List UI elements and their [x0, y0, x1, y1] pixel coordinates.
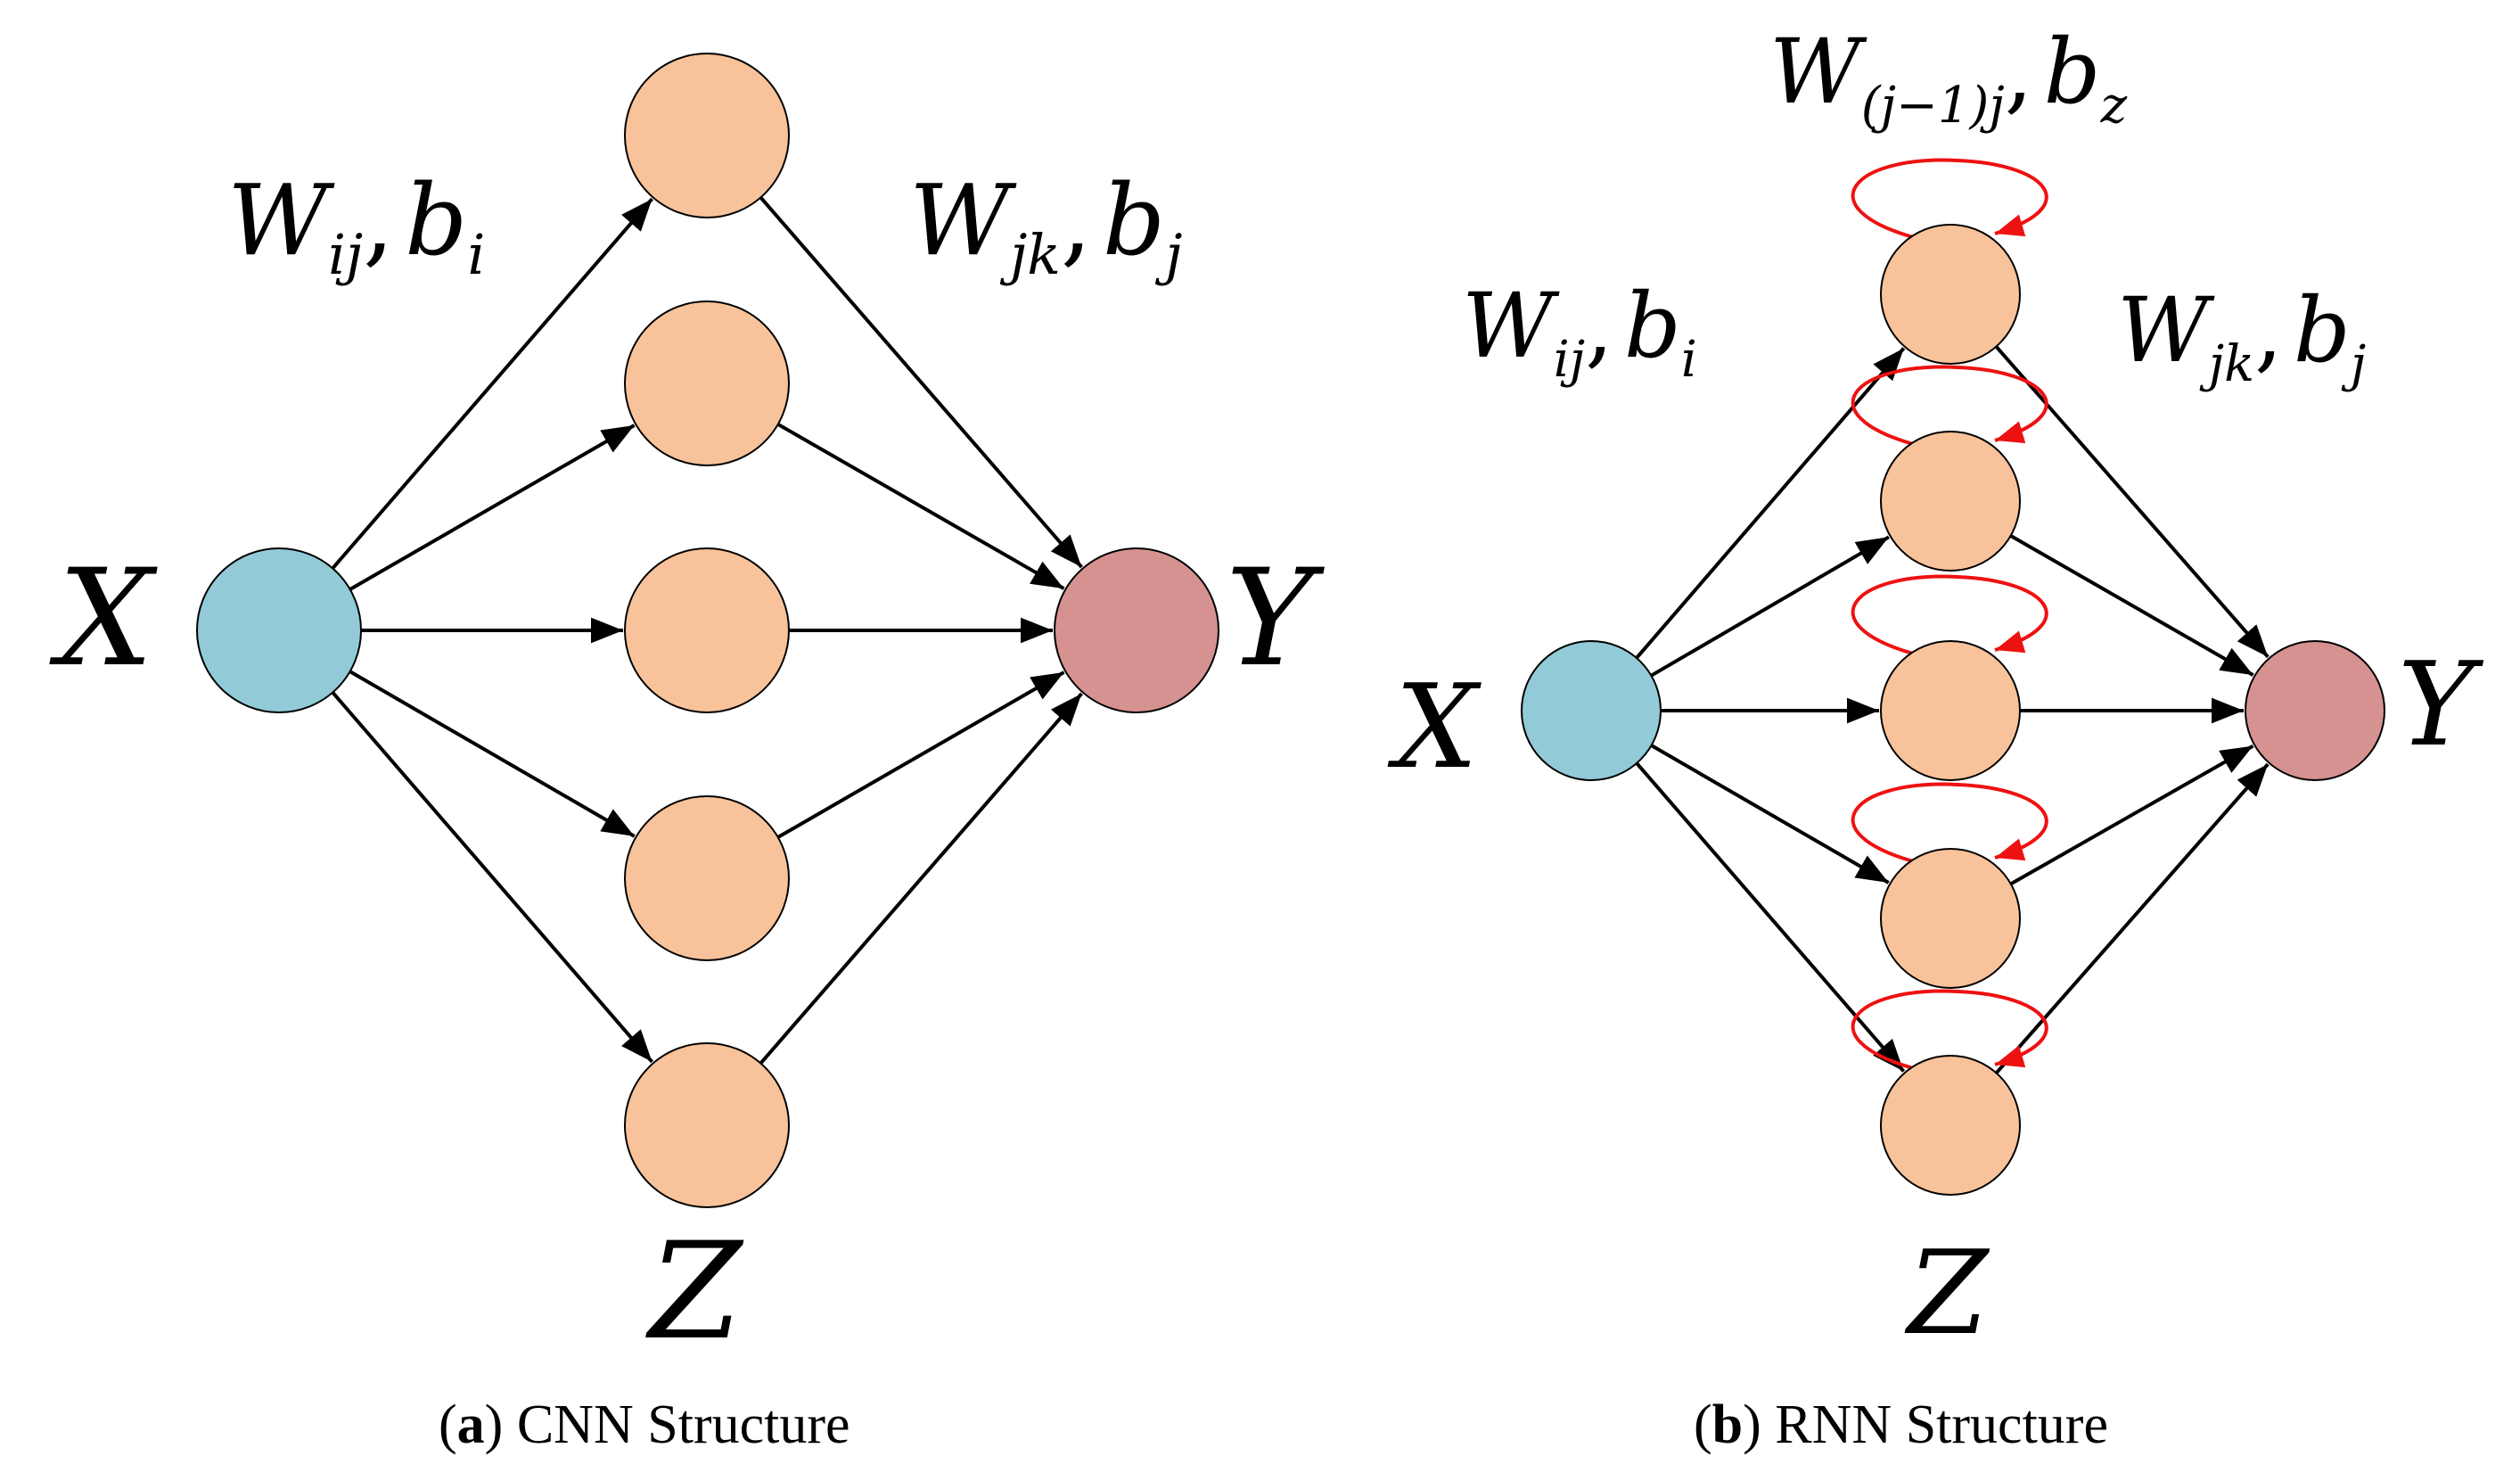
- panel-b-edge-hidden-2-to-output: [2009, 534, 2254, 677]
- panel-a-output-node: [1054, 547, 1219, 713]
- panel-a-edge-hidden-5-to-output: [759, 692, 1083, 1065]
- panel-b-edge-hidden-4-to-output: [2009, 744, 2254, 886]
- panel-a-hidden-node-5: [624, 1042, 790, 1208]
- panel-a-hidden-node-3: [624, 547, 790, 713]
- panel-b-hidden-node-5: [1880, 1055, 2021, 1196]
- panel-b-caption: (b) RNN Structure: [1694, 1395, 2108, 1455]
- panel-a-hidden-node-2: [624, 300, 790, 466]
- panel-b-output-node: [2245, 640, 2385, 781]
- panel-b-recurrent-loop-5: [1851, 989, 2048, 1070]
- panel-b-output-label: Y: [2398, 637, 2484, 772]
- panel-a-hidden-node-4: [624, 795, 790, 961]
- panel-b-weight-recurrent: W(j−1)j,bz: [1769, 20, 2128, 135]
- panel-b-weight-in: Wij,bi: [1462, 274, 1697, 389]
- panel-a-edge-input-to-hidden-2: [349, 424, 636, 591]
- panel-b-hidden-label: Z: [1904, 1225, 1991, 1361]
- panel-a-edge-input-to-hidden-1: [331, 197, 654, 570]
- panel-a-cnn: X Y Z Wij,bi Wjk,bj (a) CNN Structure: [49, 53, 1325, 1455]
- panel-b-recurrent-loop-2: [1851, 365, 2048, 446]
- panel-b-weight-out: Wjk,bj: [2117, 278, 2366, 393]
- panel-a-output-label: Y: [1226, 541, 1325, 696]
- panel-b-edge-input-to-hidden-1: [1635, 347, 1906, 660]
- panel-b-edge-input-to-hidden-4: [1650, 744, 1890, 884]
- panel-a-weight-in: Wij,bi: [227, 163, 485, 287]
- panel-a-input-node: [196, 547, 362, 713]
- panel-b-hidden-node-2: [1880, 431, 2021, 572]
- panel-b-recurrent-loop-4: [1851, 782, 2048, 863]
- panel-b-edge-hidden-1-to-output: [1994, 345, 2270, 659]
- panel-a-edge-hidden-4-to-output: [776, 671, 1065, 839]
- panel-a-hidden-label: Z: [645, 1214, 744, 1370]
- panel-b-rnn: X Y Z W(j−1)j,bz Wij,bi Wjk,bj (b) RNN S…: [1387, 20, 2484, 1455]
- panel-b-edge-hidden-5-to-output: [1995, 762, 2270, 1074]
- panel-a-caption: (a) CNN Structure: [439, 1395, 850, 1455]
- panel-a-hidden-node-1: [624, 53, 790, 218]
- panel-b-edges: [1635, 345, 2270, 1074]
- panel-b-hidden-node-1: [1880, 224, 2021, 365]
- panel-a-edges: [331, 196, 1083, 1065]
- panel-a-edge-hidden-1-to-output: [759, 196, 1083, 569]
- panel-b-nodes: [1521, 224, 2385, 1196]
- panel-a-edge-hidden-2-to-output: [776, 423, 1065, 590]
- panel-a-weight-out: Wjk,bj: [909, 163, 1182, 287]
- panel-b-edge-input-to-hidden-5: [1635, 761, 1906, 1073]
- panel-b-edge-input-to-hidden-2: [1650, 535, 1890, 678]
- panel-b-hidden-node-4: [1880, 848, 2021, 989]
- panel-b-recurrent-loops: [1851, 158, 2048, 1070]
- panel-b-input-label: X: [1387, 659, 1482, 794]
- panel-b-hidden-node-3: [1880, 640, 2021, 781]
- panel-a-nodes: [196, 53, 1219, 1208]
- panel-b-recurrent-loop-3: [1851, 574, 2048, 655]
- panel-b-input-node: [1521, 640, 1662, 781]
- panel-a-edge-input-to-hidden-4: [349, 670, 636, 838]
- panel-b-recurrent-loop-1: [1851, 158, 2048, 239]
- panel-a-input-label: X: [49, 541, 158, 696]
- panel-a-edge-input-to-hidden-5: [331, 691, 654, 1064]
